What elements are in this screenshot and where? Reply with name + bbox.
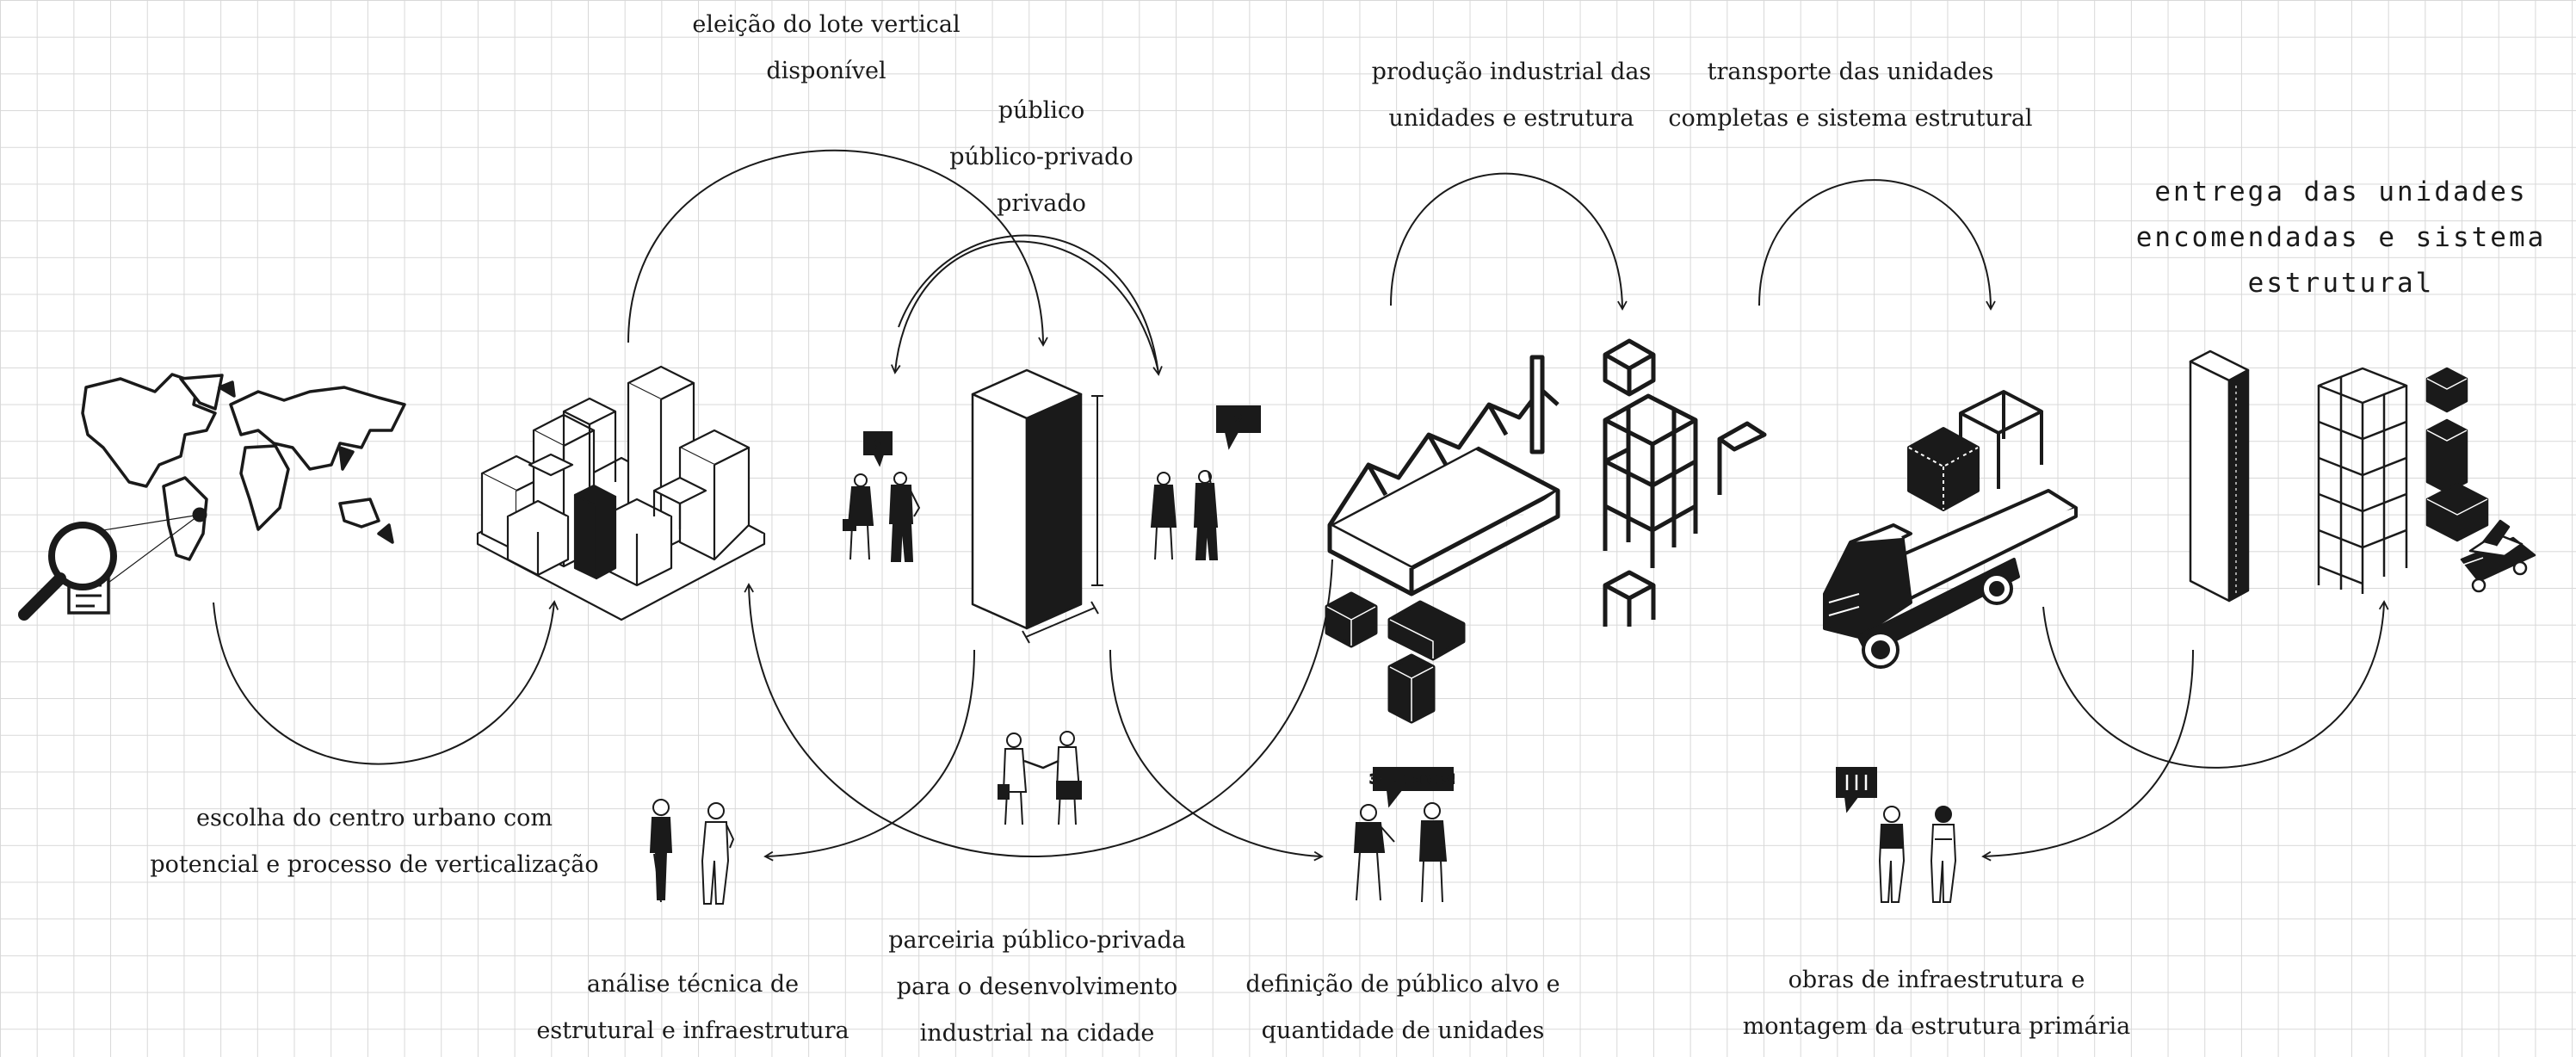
people-target-icon: 30 unidades! — [1353, 767, 1458, 903]
label-parceria-line1: parceiria público-privada — [888, 927, 1186, 954]
magnifier-document-icon — [18, 507, 207, 621]
factory-icon — [1325, 355, 1560, 724]
flow-arrows — [213, 149, 2389, 862]
arrow-truck-to-delivery — [2042, 600, 2389, 769]
arrow-public-left — [890, 240, 1159, 374]
world-map-icon — [81, 373, 406, 561]
m2-bubble-text: m2! — [1227, 413, 1249, 427]
arrow-map-to-city — [213, 600, 559, 765]
label-analise-line2: estrutural e infraestrutura — [536, 1017, 849, 1044]
workers-icon — [1836, 767, 1957, 903]
label-publico-line3: privado — [997, 190, 1086, 217]
label-analise-line1: análise técnica de — [586, 971, 800, 998]
arrow-city-to-lot — [627, 149, 1048, 347]
units-bubble-text: 30 unidades! — [1369, 773, 1456, 787]
label-lote-line1: eleição do lote vertical — [692, 11, 961, 38]
label-entrega-line3: estrutural — [2247, 268, 2435, 299]
tower-icon — [971, 368, 1103, 644]
label-definicao: definição de público alvo e quantidade d… — [1239, 961, 1566, 1054]
delivered-tower-icon — [2189, 349, 2489, 603]
label-centro-line1: escolha do centro urbano com — [195, 805, 553, 831]
label-entrega-line1: entrega das unidades — [2154, 176, 2528, 207]
label-transporte-line2: completas e sistema estrutural — [1668, 105, 2033, 132]
label-centro: escolha do centro urbano com potencial e… — [146, 795, 602, 888]
label-definicao-line1: definição de público alvo e — [1245, 971, 1560, 998]
label-analise: análise técnica de estrutural e infraest… — [534, 961, 852, 1054]
label-producao: produção industrial das unidades e estru… — [1356, 49, 1666, 142]
label-publico: público público-privado privado — [930, 88, 1153, 227]
money-bubble-text: $ — [874, 438, 881, 452]
label-transporte: transporte das unidades completas e sist… — [1661, 49, 2040, 142]
label-entrega: entrega das unidades encomendadas e sist… — [2100, 170, 2576, 306]
arrow-tower-to-target — [1109, 649, 1324, 862]
label-parceria: parceiria público-privada para o desenvo… — [878, 918, 1196, 1057]
label-lote: eleição do lote vertical disponível — [654, 2, 998, 95]
label-obras-line1: obras de infraestrutura e — [1788, 967, 2085, 993]
arrow-tower-to-analysis — [763, 649, 975, 862]
arrow-transport — [1758, 179, 1996, 311]
truck-icon — [1823, 390, 2078, 669]
arrow-delivery-to-works — [1981, 649, 2194, 862]
crane-icon — [2460, 519, 2536, 593]
arrow-production — [1390, 172, 1628, 311]
label-producao-line2: unidades e estrutura — [1388, 105, 1634, 132]
label-publico-line1: público — [998, 97, 1085, 124]
label-publico-line2: público-privado — [949, 144, 1134, 170]
city-blocks-icon — [476, 365, 766, 621]
tools-sign-icon — [1845, 775, 1868, 790]
arrow-public-right — [898, 234, 1163, 376]
label-parceria-line2: para o desenvolvimento — [896, 974, 1178, 1000]
arrow-partnership-to-city — [744, 559, 1333, 857]
label-obras: obras de infraestrutura e montagem da es… — [1739, 957, 2134, 1050]
label-obras-line2: montagem da estrutura primária — [1742, 1013, 2131, 1040]
label-transporte-line1: transporte das unidades — [1707, 59, 1994, 85]
label-centro-line2: potencial e processo de verticalização — [150, 851, 599, 878]
label-lote-line2: disponível — [766, 58, 886, 84]
structural-frame-icon — [1603, 338, 1767, 627]
label-parceria-line3: industrial na cidade — [919, 1020, 1155, 1047]
people-money-icon: $ — [843, 431, 921, 562]
people-m2-icon: m2! — [1150, 405, 1261, 560]
label-producao-line1: produção industrial das — [1371, 59, 1652, 85]
label-entrega-line2: encomendadas e sistema — [2135, 222, 2547, 253]
handshake-icon — [998, 731, 1082, 825]
people-analysis-icon — [649, 799, 735, 905]
label-definicao-line2: quantidade de unidades — [1261, 1017, 1545, 1044]
